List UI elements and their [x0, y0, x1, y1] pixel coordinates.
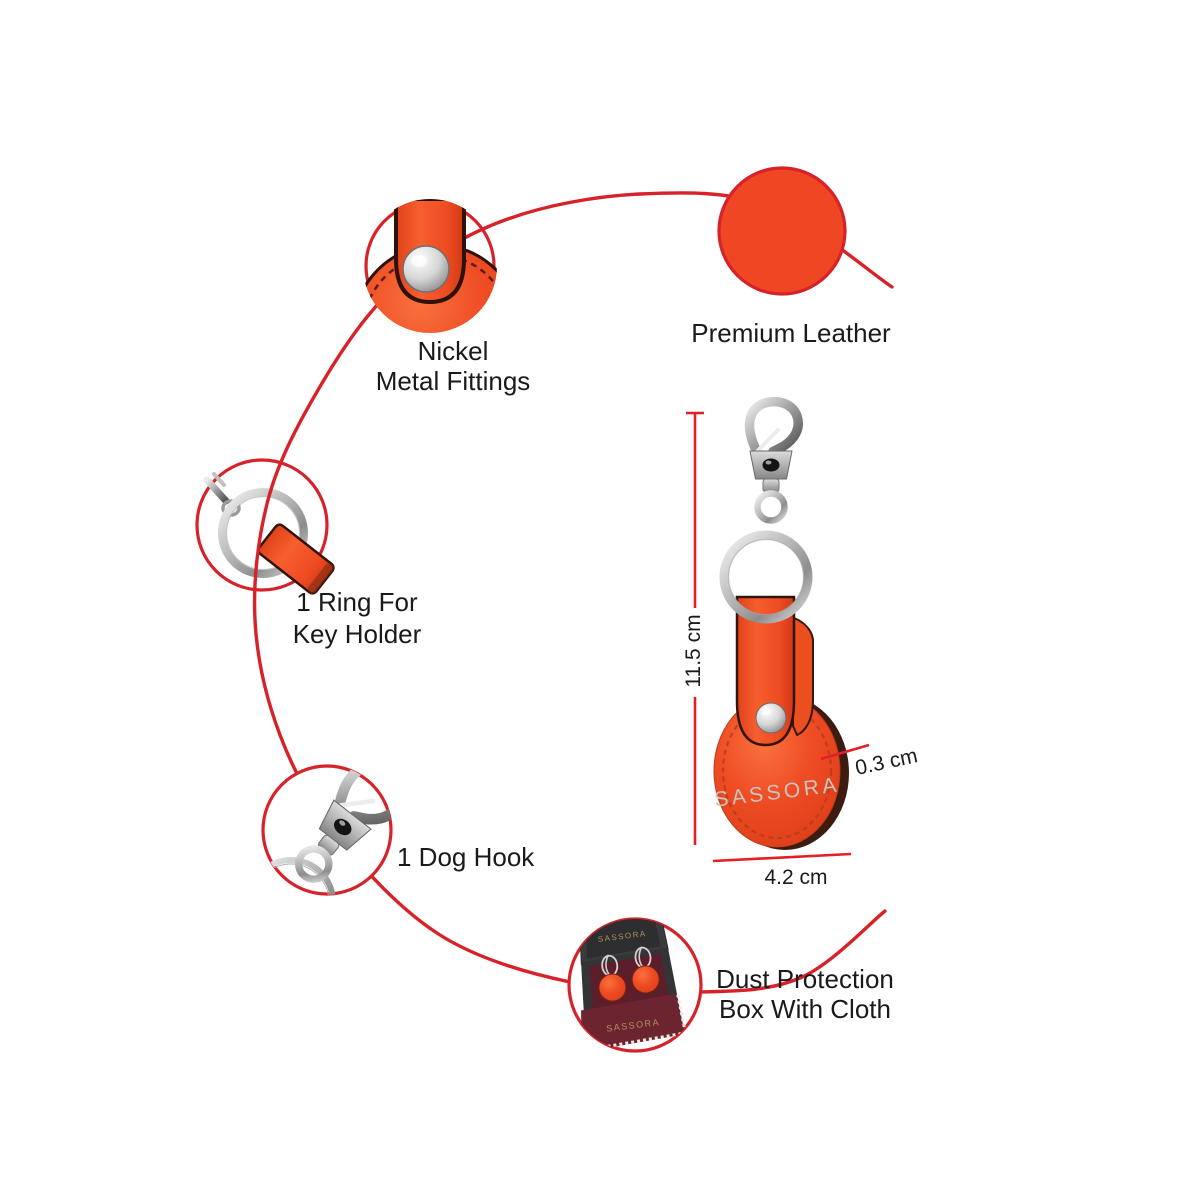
- thickness-leader-line: [820, 743, 870, 761]
- dust-box-photo: SASSORA SASSORA: [579, 919, 688, 1051]
- snap-hook-icon: [750, 402, 799, 521]
- boxed-keychain: [598, 973, 627, 1002]
- nickel-photo: [363, 199, 497, 333]
- boxed-keychain: [631, 965, 660, 994]
- key-ring-icon: [719, 530, 813, 624]
- keychain-product: SASSORA: [713, 402, 849, 850]
- dust-box-label-line2: Box With Cloth: [719, 994, 891, 1024]
- premium-leather-label: Premium Leather: [691, 318, 891, 348]
- leather-strap-piece: [257, 523, 335, 595]
- callout-premium-leather: [717, 166, 847, 296]
- dust-box-label-line1: Dust Protection: [716, 964, 894, 994]
- dog-hook-photo: [262, 756, 410, 895]
- key-ring-label-line1: 1 Ring For: [296, 587, 418, 617]
- width-dimension-label: 4.2 cm: [764, 866, 827, 889]
- width-line: [712, 852, 852, 863]
- height-dimension-label: 11.5 cm: [682, 614, 705, 687]
- fob-stitching: [721, 702, 833, 840]
- key-ring-photo: [203, 472, 335, 595]
- callout-dust-box: SASSORA SASSORA: [567, 917, 703, 1053]
- nickel-label-line1: Nickel: [418, 336, 489, 366]
- callout-key-ring: [195, 458, 335, 595]
- clasp-tip-icon: [203, 476, 230, 505]
- split-ring-icon: [218, 488, 308, 578]
- nickel-label-line2: Metal Fittings: [376, 366, 531, 396]
- key-ring-callout-circle: [195, 458, 329, 592]
- dust-cloth: [580, 993, 685, 1051]
- dog-hook-label: 1 Dog Hook: [397, 842, 535, 872]
- leather-swatch-icon: [717, 166, 847, 296]
- thickness-dimension-label: 0.3 cm: [853, 744, 919, 780]
- key-ring-label-line2: Key Holder: [293, 619, 422, 649]
- callout-dog-hook: [261, 756, 410, 896]
- callout-nickel: [363, 199, 497, 333]
- feature-labels: Nickel Metal Fittings Premium Leather 1 …: [293, 318, 894, 1024]
- fob-stud-icon: [755, 702, 787, 734]
- partial-ring-icon: [262, 857, 336, 895]
- nickel-stud-icon: [402, 245, 450, 293]
- strap-back-fold: [792, 616, 814, 737]
